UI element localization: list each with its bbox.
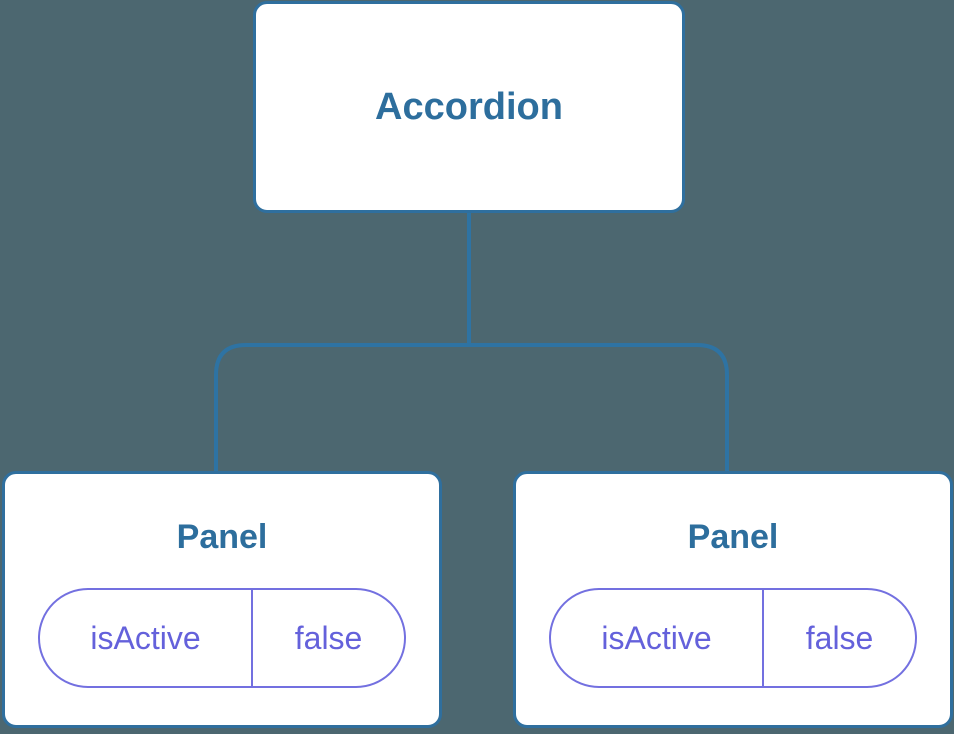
node-label-panel-right: Panel [687,518,779,556]
tree-node-panel-left: Panel isActive false [2,471,442,728]
connector-branch-bracket [214,343,729,472]
node-label-panel-left: Panel [176,518,268,556]
state-key-left: isActive [40,590,254,686]
state-value-left: false [294,619,363,656]
state-value-right: false [805,619,874,656]
tree-node-panel-right: Panel isActive false [513,471,953,728]
state-pill-right: isActive false [549,588,917,688]
state-pill-left: isActive false [38,588,406,688]
tree-node-accordion: Accordion [253,1,685,213]
node-label-accordion: Accordion [375,85,563,128]
state-key-right: isActive [551,590,765,686]
